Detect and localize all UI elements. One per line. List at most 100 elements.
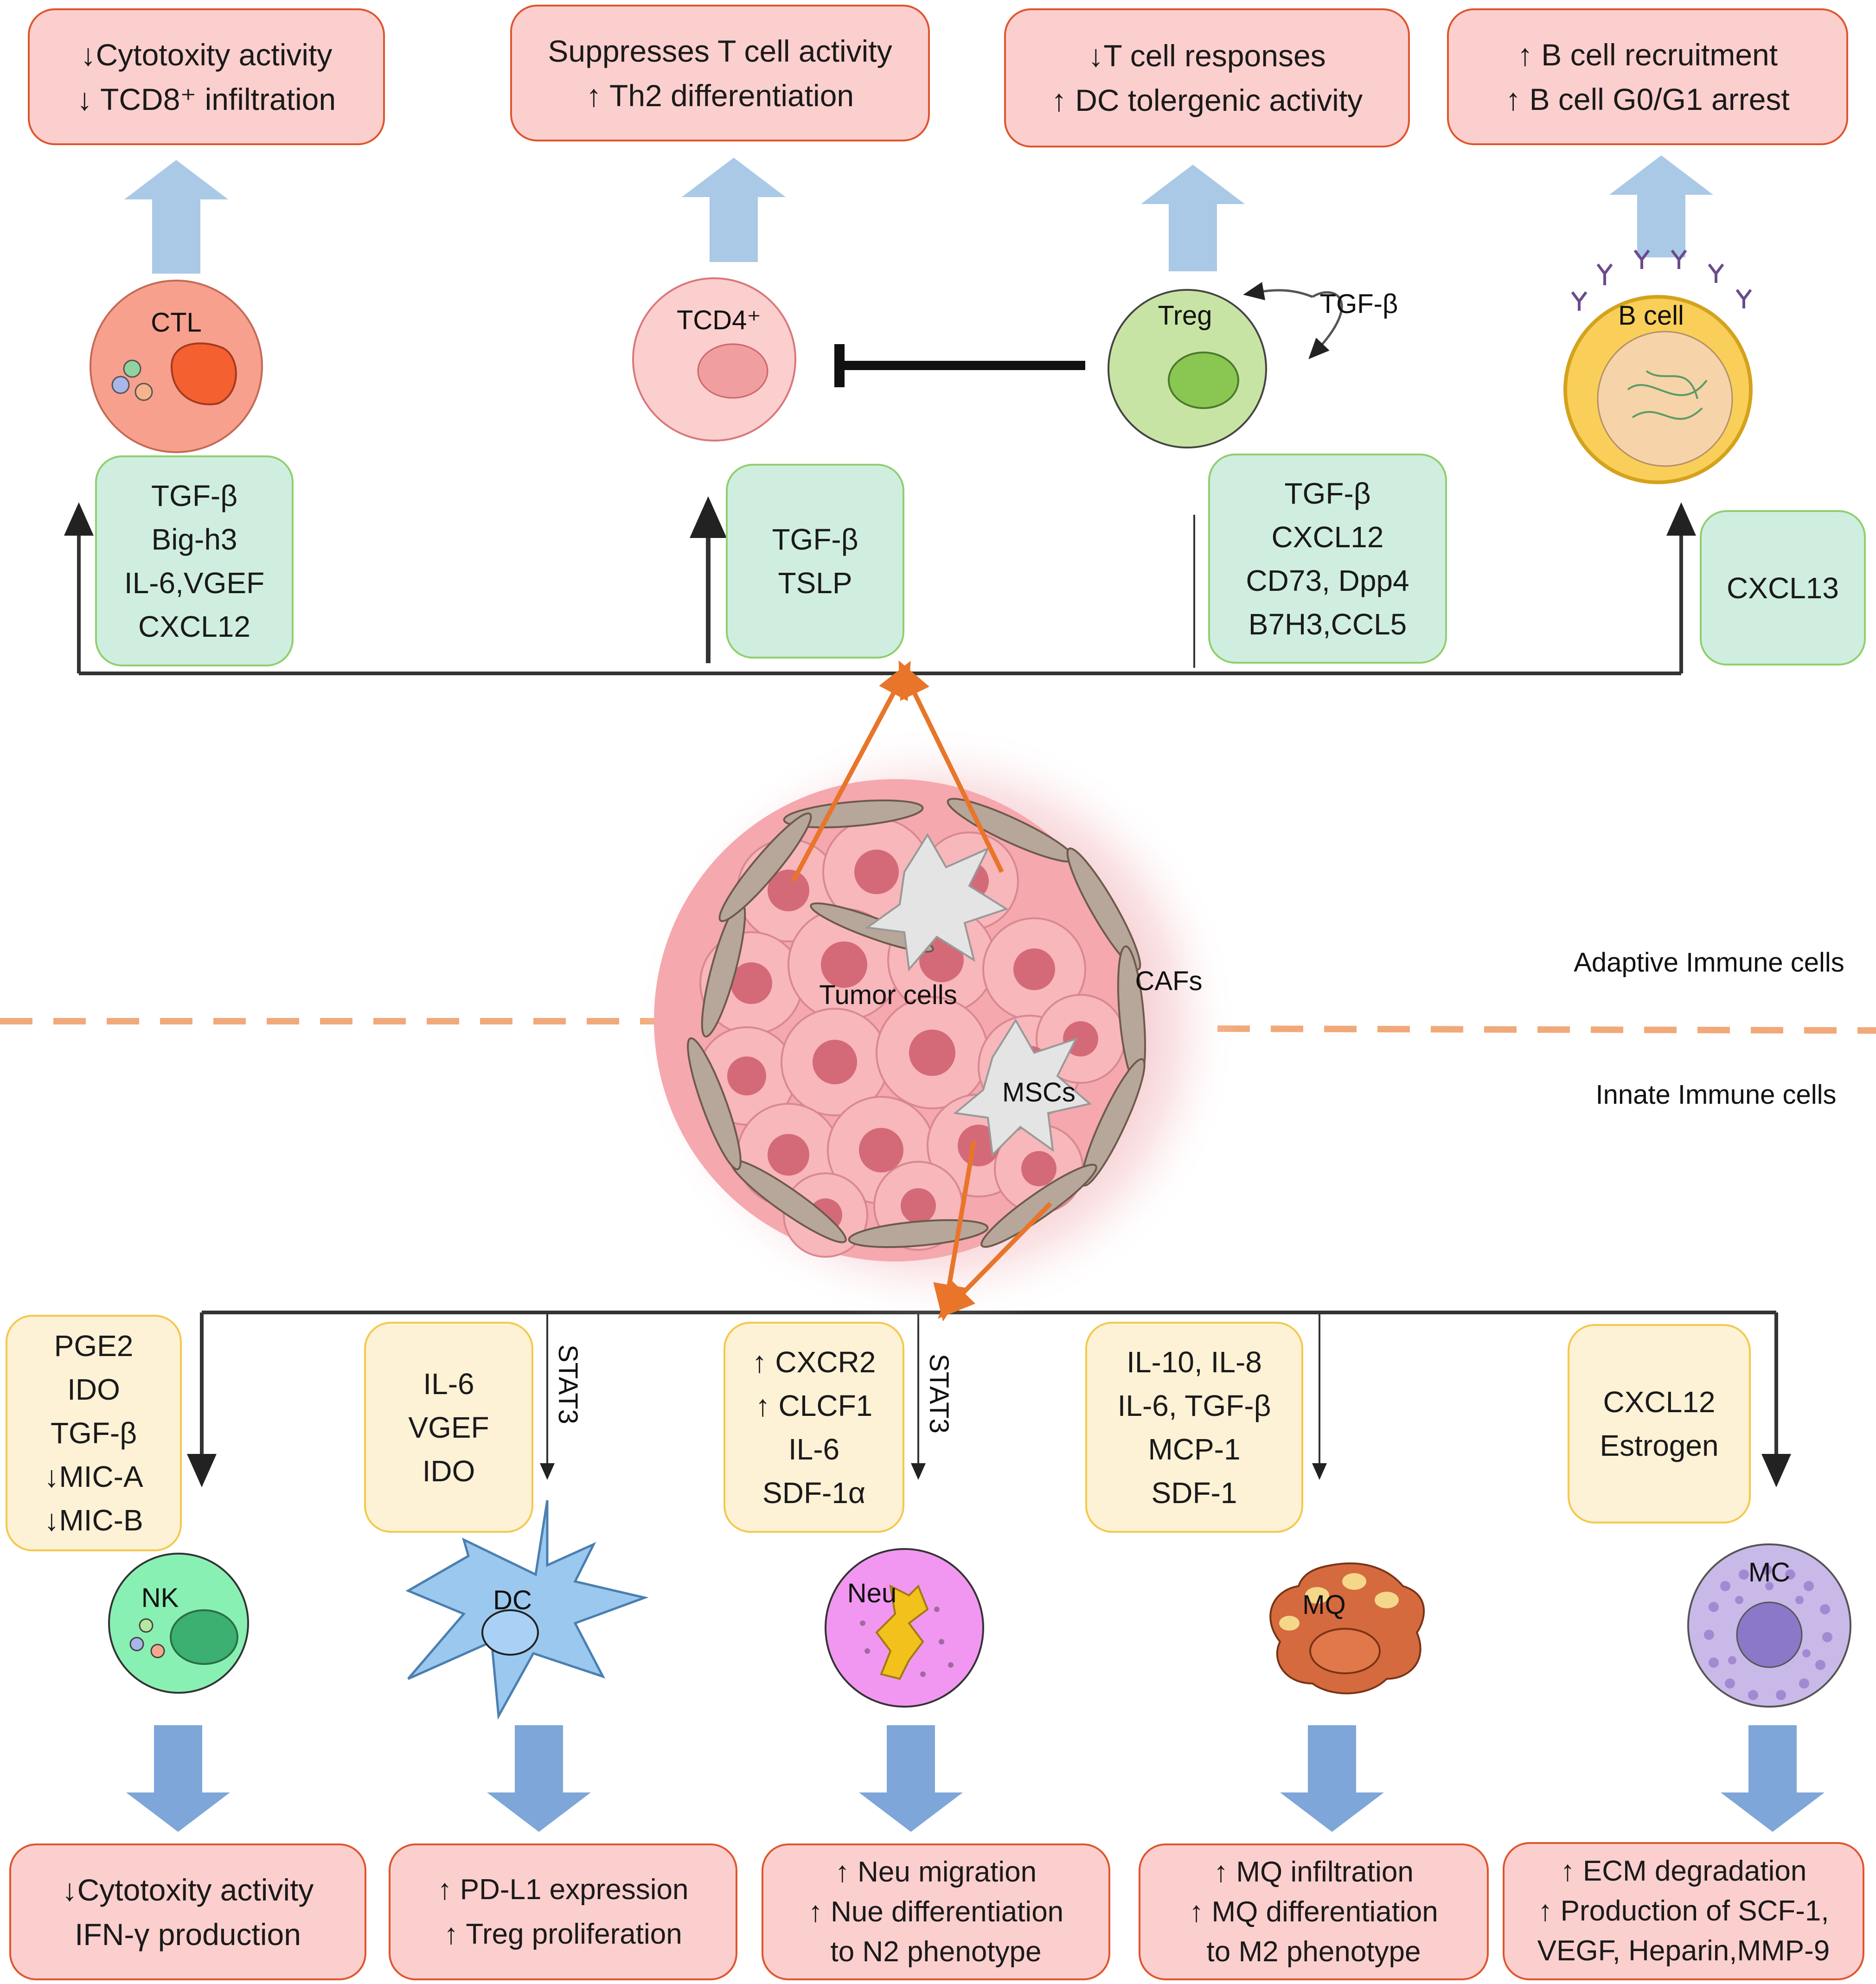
tcd4-factor-2: TSLP	[778, 566, 852, 600]
neu-factor-box: ↑ CXCR2 ↑ CLCF1 IL-6 SDF-1α	[724, 1322, 904, 1533]
mc-label: MC	[1748, 1557, 1790, 1587]
mq-factor-box: IL-10, IL-8 IL-6, TGF-β MCP-1 SDF-1	[1085, 1322, 1303, 1533]
down-arrow-mq	[1280, 1725, 1384, 1832]
nk-factor-4: ↓MIC-A	[44, 1460, 143, 1493]
ctl-factor-3: IL-6,VGEF	[124, 566, 265, 600]
mc-factor-box: CXCL12 Estrogen	[1568, 1324, 1751, 1523]
ctl-effect-line-2: ↓ TCD8⁺ infiltration	[77, 82, 336, 116]
mq-effect-line-2: ↑ MQ differentiation	[1189, 1895, 1438, 1928]
dc-effect-box: ↑ PD-L1 expression ↑ Treg proliferation	[389, 1843, 737, 1980]
msc-cells	[864, 833, 1092, 1157]
neu-effect-line-3: to N2 phenotype	[830, 1935, 1042, 1968]
neu-stat3-label: STAT3	[924, 1354, 954, 1434]
mc-effect-box: ↑ ECM degradation ↑ Production of SCF-1,…	[1503, 1842, 1864, 1980]
nk-effect-box: ↓Cytotoxity activity IFN-γ production	[9, 1843, 366, 1980]
tcd4-factor-box: TGF-β TSLP	[726, 464, 904, 659]
down-arrow-mc	[1721, 1725, 1825, 1832]
adaptive-up-arrows	[124, 155, 1713, 274]
ctl-factor-4: CXCL12	[138, 609, 250, 643]
ctl-label: CTL	[151, 307, 202, 338]
nk-cell	[108, 1553, 249, 1694]
neu-effect-box: ↑ Neu migration ↑ Nue differentiation to…	[762, 1843, 1110, 1980]
mc-effect-line-2: ↑ Production of SCF-1,	[1538, 1895, 1829, 1927]
ctl-effect-line-1: ↓Cytotoxity activity	[80, 37, 333, 72]
treg-effect-line-1: ↓T cell responses	[1088, 38, 1326, 73]
treg-cell	[1108, 289, 1267, 448]
treg-factor-box: TGF-β CXCL12 CD73, Dpp4 B7H3,CCL5	[1208, 454, 1447, 664]
treg-autocrine-label: TGF-β	[1320, 289, 1398, 319]
tcd4-cell	[632, 277, 796, 442]
neu-cell	[825, 1548, 984, 1708]
nk-factor-3: TGF-β	[50, 1416, 137, 1450]
adaptive-section-label: Adaptive Immune cells	[1574, 947, 1844, 978]
ctl-factor-2: Big-h3	[151, 522, 237, 556]
section-divider	[0, 1018, 1876, 1034]
cafs-label: CAFs	[1135, 966, 1203, 996]
dc-stat3-label: STAT3	[553, 1344, 583, 1424]
mc-effect-line-1: ↑ ECM degradation	[1560, 1855, 1807, 1887]
tcd4-label: TCD4⁺	[677, 305, 761, 335]
ctl-factor-box: TGF-β Big-h3 IL-6,VGEF CXCL12	[95, 455, 294, 666]
down-arrow-dc	[487, 1725, 591, 1832]
mq-effect-box: ↑ MQ infiltration ↑ MQ differentiation t…	[1139, 1843, 1489, 1980]
mq-effect-line-3: to M2 phenotype	[1206, 1935, 1421, 1968]
bcell-factor-box: CXCL13	[1700, 510, 1866, 666]
treg-autocrine-arrow	[1243, 282, 1343, 359]
nk-effect-line-1: ↓Cytotoxity activity	[62, 1872, 314, 1907]
b-cell-label: B cell	[1618, 301, 1684, 331]
treg-label: Treg	[1158, 301, 1212, 331]
neu-factor-1: ↑ CXCR2	[752, 1345, 876, 1379]
tcd4-effect-line-1: Suppresses T cell activity	[548, 33, 892, 68]
down-arrow-neu	[859, 1725, 963, 1832]
tumor-to-innate-arrows	[933, 1140, 1052, 1322]
treg-factor-4: B7H3,CCL5	[1248, 607, 1407, 641]
nk-factor-1: PGE2	[54, 1329, 134, 1363]
mq-factor-4: SDF-1	[1151, 1476, 1237, 1510]
dc-cell	[405, 1500, 649, 1720]
mq-factor-3: MCP-1	[1148, 1432, 1241, 1466]
dc-factor-1: IL-6	[423, 1367, 474, 1401]
bcell-effect-line-2: ↑ B cell G0/G1 arrest	[1505, 82, 1790, 116]
innate-down-arrows	[126, 1725, 1825, 1832]
neu-factor-3: IL-6	[788, 1432, 840, 1466]
nk-label: NK	[141, 1583, 179, 1613]
tcd4-effect-line-2: ↑ Th2 differentiation	[586, 78, 854, 113]
tumor-to-adaptive-arrows	[791, 660, 1004, 883]
treg-inhibits-tcd4	[834, 344, 1085, 387]
innate-section-label: Innate Immune cells	[1595, 1080, 1836, 1110]
neu-factor-4: SDF-1α	[762, 1476, 865, 1510]
mq-cell	[1269, 1562, 1425, 1695]
b-cell	[1563, 250, 1753, 484]
up-arrow-treg	[1141, 165, 1245, 271]
treg-factor-2: CXCL12	[1271, 520, 1384, 554]
tcd4-effect-box: Suppresses T cell activity ↑ Th2 differe…	[510, 5, 930, 141]
up-arrow-ctl	[124, 160, 228, 274]
tumor-cells-label: Tumor cells	[819, 980, 957, 1010]
nk-factor-5: ↓MIC-B	[44, 1504, 143, 1537]
neu-factor-2: ↑ CLCF1	[755, 1389, 873, 1422]
mq-label: MQ	[1302, 1590, 1345, 1620]
ctl-factor-1: TGF-β	[151, 479, 238, 512]
mq-factor-2: IL-6, TGF-β	[1117, 1389, 1271, 1422]
tumor-microenvironment	[635, 660, 1238, 1326]
bcell-effect-box: ↑ B cell recruitment ↑ B cell G0/G1 arre…	[1447, 8, 1848, 145]
treg-factor-3: CD73, Dpp4	[1246, 563, 1409, 597]
treg-effect-box: ↓T cell responses ↑ DC tolergenic activi…	[1004, 8, 1410, 147]
up-arrow-bcell	[1609, 155, 1713, 257]
nk-factor-2: IDO	[67, 1373, 120, 1406]
dc-factor-3: IDO	[422, 1454, 475, 1488]
ctl-effect-box: ↓Cytotoxity activity ↓ TCD8⁺ infiltratio…	[28, 8, 385, 145]
treg-effect-line-2: ↑ DC tolergenic activity	[1051, 83, 1363, 117]
mc-factor-1: CXCL12	[1603, 1385, 1716, 1419]
dc-label: DC	[493, 1585, 532, 1615]
neu-label: Neu	[847, 1578, 896, 1608]
bcell-effect-line-1: ↑ B cell recruitment	[1517, 37, 1778, 72]
dc-effect-line-2: ↑ Treg proliferation	[444, 1918, 682, 1950]
neu-effect-line-1: ↑ Neu migration	[835, 1856, 1037, 1888]
neu-effect-line-2: ↑ Nue differentiation	[808, 1895, 1064, 1928]
ctl-cell	[90, 280, 263, 453]
dc-factor-2: VGEF	[408, 1410, 489, 1444]
dc-effect-line-1: ↑ PD-L1 expression	[437, 1873, 689, 1906]
nk-factor-box: PGE2 IDO TGF-β ↓MIC-A ↓MIC-B	[6, 1315, 182, 1551]
